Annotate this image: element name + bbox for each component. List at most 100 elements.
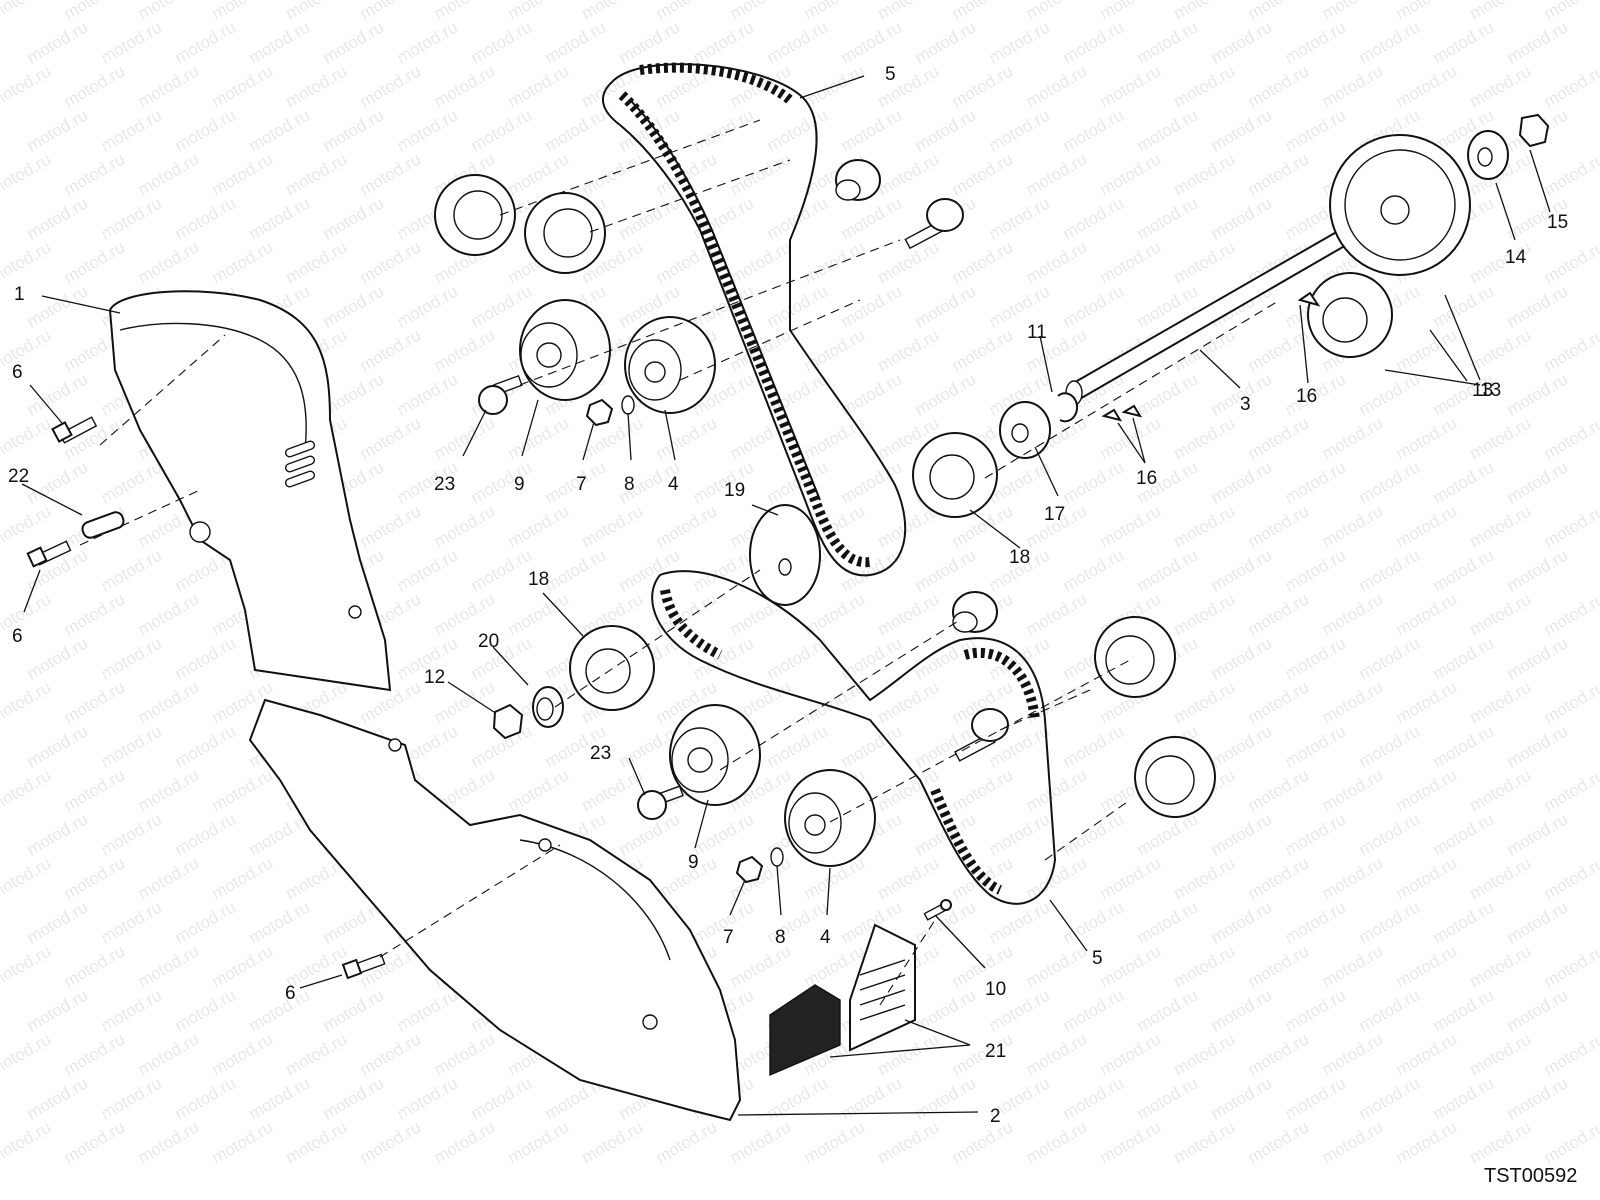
watermark-text: motod.ru (24, 721, 92, 771)
watermark-text: motod.ru (616, 17, 684, 67)
watermark-text: motod.ru (209, 765, 277, 815)
watermark-text: motod.ru (949, 237, 1017, 287)
watermark-text: motod.ru (468, 105, 536, 155)
watermark-text: motod.ru (0, 765, 54, 815)
watermark-text: motod.ru (98, 457, 166, 507)
watermark-text: motod.ru (505, 589, 573, 639)
watermark-text: motod.ru (172, 105, 240, 155)
watermark-text: motod.ru (1541, 0, 1600, 23)
watermark-text: motod.ru (1282, 1073, 1350, 1123)
upper-cam-pulley-a (434, 174, 516, 256)
watermark-text: motod.ru (61, 0, 129, 23)
watermark-text: motod.ru (912, 17, 980, 67)
watermark-text: motod.ru (875, 0, 943, 23)
watermark-text: motod.ru (24, 105, 92, 155)
watermark-text: motod.ru (1171, 1117, 1239, 1167)
watermark-text: motod.ru (1393, 61, 1461, 111)
watermark-text: motod.ru (24, 985, 92, 1035)
watermark-text: motod.ru (0, 1029, 54, 1079)
watermark-text: motod.ru (1245, 325, 1313, 375)
watermark-text: motod.ru (653, 149, 721, 199)
watermark-text: motod.ru (1430, 545, 1498, 595)
watermark-text: motod.ru (1541, 853, 1600, 903)
watermark-text: motod.ru (1541, 237, 1600, 287)
watermark-text: motod.ru (98, 633, 166, 683)
watermark-text: motod.ru (505, 765, 573, 815)
watermark-text: motod.ru (505, 501, 573, 551)
callout-3: 3 (1240, 394, 1251, 415)
watermark-text: motod.ru (320, 281, 388, 331)
watermark-text: motod.ru (727, 149, 795, 199)
watermark-text: motod.ru (1504, 281, 1572, 331)
callout-9: 9 (514, 474, 525, 495)
watermark-text: motod.ru (1245, 765, 1313, 815)
watermark-text: motod.ru (579, 501, 647, 551)
watermark-text: motod.ru (1356, 985, 1424, 1035)
callout-19: 19 (724, 480, 745, 501)
upper-fixed-idler (519, 299, 611, 401)
watermark-text: motod.ru (0, 61, 54, 111)
watermark-text: motod.ru (246, 193, 314, 243)
callout-5: 5 (885, 64, 896, 85)
lower-spacer (532, 686, 564, 728)
watermark-text: motod.ru (1245, 589, 1313, 639)
watermark-text: motod.ru (505, 0, 573, 23)
watermark-text: motod.ru (1467, 941, 1535, 991)
centerlines (79, 119, 1281, 1006)
lower-stud (954, 708, 1009, 762)
lower-spacer-2 (952, 591, 998, 633)
watermark-text: motod.ru (1541, 413, 1600, 463)
watermark-text: motod.ru (1356, 457, 1424, 507)
watermark-text: motod.ru (1245, 1029, 1313, 1079)
watermark-text: motod.ru (1171, 237, 1239, 287)
watermark-text: motod.ru (135, 61, 203, 111)
watermark-text: motod.ru (61, 149, 129, 199)
watermark-text: motod.ru (838, 721, 906, 771)
watermark-text: motod.ru (172, 897, 240, 947)
watermark-text: motod.ru (209, 61, 277, 111)
callout-20: 20 (478, 631, 499, 652)
watermark-text: motod.ru (579, 0, 647, 23)
watermark-text: motod.ru (764, 721, 832, 771)
watermark-text: motod.ru (912, 281, 980, 331)
watermark-text: motod.ru (61, 589, 129, 639)
watermark-text: motod.ru (1245, 677, 1313, 727)
watermark-text: motod.ru (542, 105, 610, 155)
watermark-text: motod.ru (1023, 853, 1091, 903)
watermark-text: motod.ru (949, 765, 1017, 815)
watermark-text: motod.ru (1208, 457, 1276, 507)
watermark-text: motod.ru (1023, 589, 1091, 639)
watermark-text: motod.ru (1541, 589, 1600, 639)
watermark-text: motod.ru (1245, 941, 1313, 991)
watermark-text: motod.ru (1134, 897, 1202, 947)
watermark-text: motod.ru (1208, 193, 1276, 243)
watermark-text: motod.ru (394, 545, 462, 595)
watermark-text: motod.ru (505, 413, 573, 463)
watermark-text: motod.ru (172, 721, 240, 771)
watermark-text: motod.ru (1134, 17, 1202, 67)
watermark-text: motod.ru (1171, 677, 1239, 727)
watermark-text: motod.ru (209, 1029, 277, 1079)
watermark-text: motod.ru (801, 325, 869, 375)
watermark-text: motod.ru (1097, 61, 1165, 111)
watermark-text: motod.ru (1097, 149, 1165, 199)
watermark-text: motod.ru (1097, 853, 1165, 903)
watermark-text: motod.ru (690, 809, 758, 859)
watermark-text: motod.ru (98, 193, 166, 243)
watermark-text: motod.ru (616, 193, 684, 243)
callout-21: 21 (985, 1041, 1006, 1062)
watermark-text: motod.ru (1430, 897, 1498, 947)
watermark-text: motod.ru (61, 677, 129, 727)
watermark-text: motod.ru (0, 853, 54, 903)
watermark-text: motod.ru (1097, 1029, 1165, 1079)
watermark-text: motod.ru (61, 853, 129, 903)
small-screw (923, 899, 952, 921)
watermark-text: motod.ru (579, 1117, 647, 1167)
callout-13: 13 (1480, 380, 1501, 401)
lower-layshaft-pulley (569, 625, 655, 711)
watermark-text: motod.ru (61, 941, 129, 991)
watermark-text: motod.ru (209, 237, 277, 287)
watermark-text: motod.ru (135, 589, 203, 639)
watermark-text: motod.ru (1393, 1029, 1461, 1079)
watermark-text: motod.ru (1467, 1117, 1535, 1167)
